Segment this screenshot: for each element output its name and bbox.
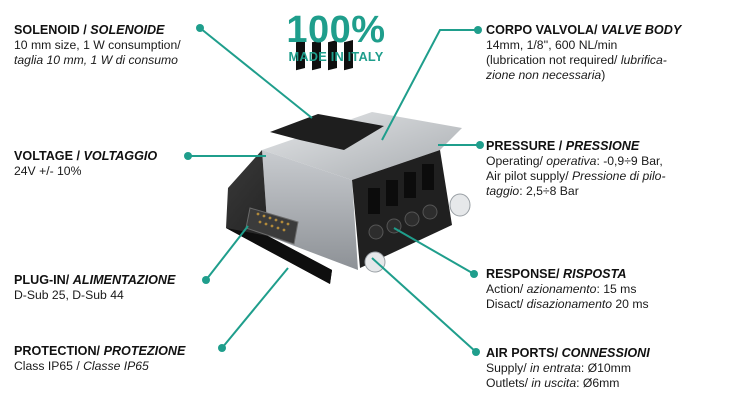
dot-protection [218, 344, 226, 352]
solenoid-row [270, 114, 384, 150]
pressure-label: PRESSURE / PRESSIONE Operating/ operativ… [486, 138, 666, 199]
dot-pressure [476, 141, 484, 149]
response-line1: Action/ azionamento: 15 ms [486, 282, 637, 296]
dot-voltage [184, 152, 192, 160]
dot-response [470, 270, 478, 278]
air-ports-label: AIR PORTS/ CONNESSIONI Supply/ in entrat… [486, 345, 650, 391]
badge-made-in: MADE IN ITALY [288, 49, 384, 64]
voltage-line1: 24V +/- 10% [14, 164, 82, 178]
dot-plugin [202, 276, 210, 284]
valve-body-line3: zione non necessaria) [486, 68, 606, 82]
dot-solenoid [196, 24, 204, 32]
badge-percent: 100% [286, 9, 386, 51]
solenoid-label: SOLENOID / SOLENOIDE 10 mm size, 1 W con… [14, 22, 181, 68]
leader-response [393, 227, 475, 275]
pressure-line2: Air pilot supply/ Pressione di pilo- [486, 169, 666, 183]
valve-body-label: CORPO VALVOLA/ VALVE BODY 14mm, 1/8'', 6… [486, 22, 681, 83]
air-ports-line2: Outlets/ in uscita: Ø6mm [486, 376, 620, 390]
valve-body-top [262, 112, 462, 180]
air-ports-line1: Supply/ in entrata: Ø10mm [486, 361, 631, 375]
plugin-label: PLUG-IN/ ALIMENTAZIONE D-Sub 25, D-Sub 4… [14, 272, 175, 303]
leader-protection [221, 267, 289, 349]
solenoid-line1: 10 mm size, 1 W consumption/ [14, 38, 181, 52]
response-title: RESPONSE/ RISPOSTA [486, 267, 627, 281]
valve-body-line2: (lubrication not required/ lubrifica- [486, 53, 667, 67]
voltage-label: VOLTAGE / VOLTAGGIO 24V +/- 10% [14, 148, 157, 179]
response-line2: Disact/ disazionamento 20 ms [486, 297, 649, 311]
pressure-title: PRESSURE / PRESSIONE [486, 139, 640, 153]
pressure-line3: taggio: 2,5÷8 Bar [486, 184, 579, 198]
solenoid-line2: taglia 10 mm, 1 W di consumo [14, 53, 178, 67]
air-ports-title: AIR PORTS/ CONNESSIONI [486, 346, 650, 360]
protection-line1: Class IP65 / Classe IP65 [14, 359, 149, 373]
voltage-title: VOLTAGE / VOLTAGGIO [14, 149, 158, 163]
leader-air-ports [371, 257, 477, 353]
protection-label: PROTECTION/ PROTEZIONE Class IP65 / Clas… [14, 343, 185, 374]
leader-valve-body [381, 29, 478, 141]
valve-body-title: CORPO VALVOLA/ VALVE BODY [486, 23, 682, 37]
plug-in-box [226, 150, 332, 284]
solenoid-title: SOLENOID / SOLENOIDE [14, 23, 165, 37]
protection-title: PROTECTION/ PROTEZIONE [14, 344, 186, 358]
leader-solenoid [199, 27, 313, 119]
dot-valve-body [474, 26, 482, 34]
dot-air-ports [472, 348, 480, 356]
plugin-title: PLUG-IN/ ALIMENTAZIONE [14, 273, 176, 287]
plugin-line1: D-Sub 25, D-Sub 44 [14, 288, 124, 302]
leader-plugin [205, 225, 249, 281]
response-label: RESPONSE/ RISPOSTA Action/ azionamento: … [486, 266, 649, 312]
pressure-line1: Operating/ operativa: -0,9÷9 Bar, [486, 154, 663, 168]
made-in-italy-badge: 100% MADE IN ITALY [272, 10, 400, 64]
valve-body-line1: 14mm, 1/8'', 600 NL/min [486, 38, 618, 52]
